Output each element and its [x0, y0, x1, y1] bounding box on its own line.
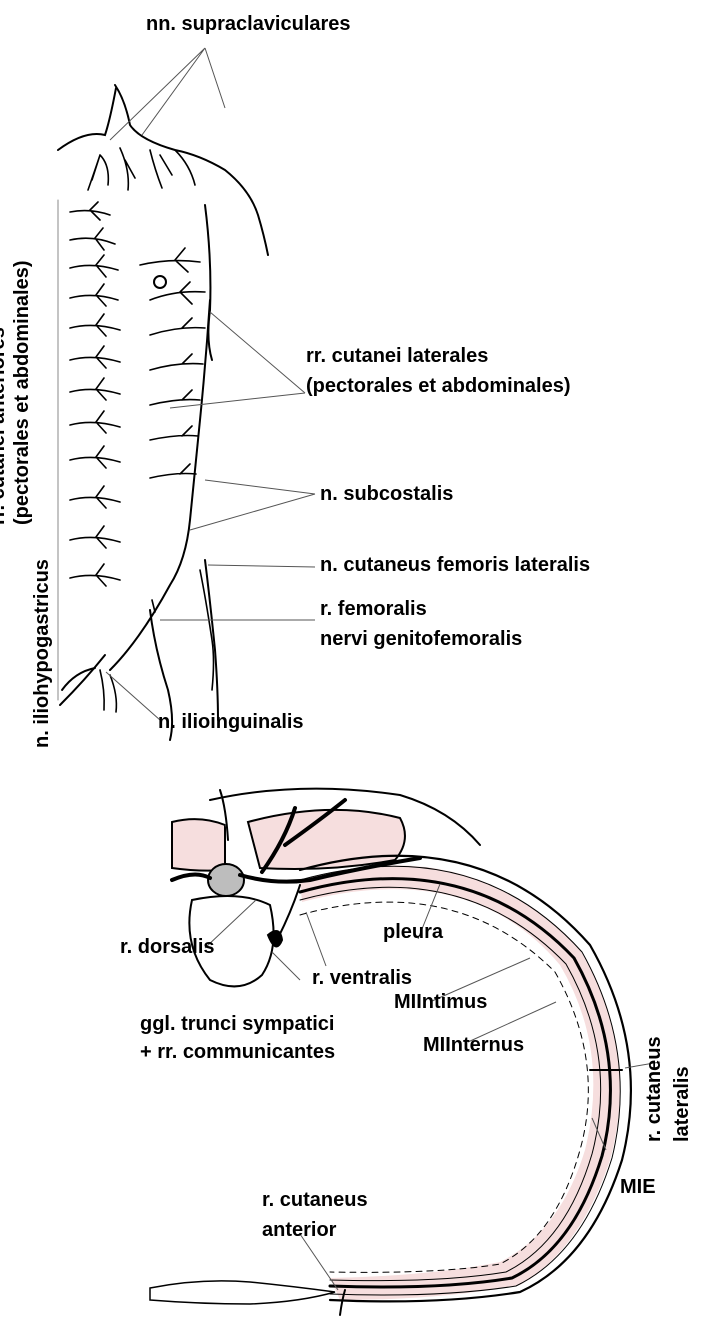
- spinal-cord: [208, 864, 244, 896]
- label-pleura: pleura: [383, 920, 443, 944]
- label-internus: MIInternus: [423, 1033, 524, 1057]
- label-ggl-line2: + rr. communicantes: [140, 1040, 335, 1064]
- label-femoralis: r. femoralis nervi genitofemoralis: [320, 597, 522, 651]
- label-cutaneus-lateralis-line2: lateralis: [670, 1036, 694, 1142]
- label-cutaneus-anterior-line2: anterior: [262, 1218, 368, 1242]
- label-cutaneus-anterior: r. cutaneus anterior: [262, 1188, 368, 1242]
- leaders-top: [106, 48, 315, 720]
- label-cutanei-laterales: rr. cutanei laterales (pectorales et abd…: [306, 344, 571, 398]
- label-femoralis-line2: nervi genitofemoralis: [320, 627, 522, 651]
- label-cutanei-anteriores: rr. cutanei anteriores (pectorales et ab…: [0, 260, 34, 525]
- label-cutanei-anteriores-line2: (pectorales et abdominales): [10, 260, 34, 525]
- label-femoralis-line1: r. femoralis: [320, 597, 522, 621]
- label-dorsalis: r. dorsalis: [120, 935, 215, 959]
- label-cutaneus-lateralis-line1: r. cutaneus: [642, 1036, 666, 1142]
- trunk-figure: [58, 85, 268, 740]
- label-supraclaviculares: nn. supraclaviculares: [146, 12, 351, 36]
- label-cutaneus-lateralis: r. cutaneus lateralis: [642, 1036, 694, 1142]
- label-mie: MIE: [620, 1175, 656, 1199]
- label-cutaneus-femoris: n. cutaneus femoris lateralis: [320, 553, 590, 577]
- nerve-branches-top: [70, 148, 214, 712]
- groin: [60, 655, 105, 705]
- label-intimus: MIIntimus: [394, 990, 487, 1014]
- label-cutanei-anteriores-line1: rr. cutanei anteriores: [0, 260, 10, 525]
- label-iliohypogastricus: n. iliohypogastricus: [30, 559, 54, 748]
- nipple: [154, 276, 166, 288]
- label-cutanei-laterales-line1: rr. cutanei laterales: [306, 344, 571, 368]
- label-cutanei-laterales-line2: (pectorales et abdominales): [306, 374, 571, 398]
- neck-left: [58, 88, 116, 150]
- label-cutaneus-anterior-line1: r. cutaneus: [262, 1188, 368, 1212]
- neck-outline: [115, 85, 268, 255]
- sternum: [150, 1281, 335, 1304]
- label-ggl: ggl. trunci sympatici + rr. communicante…: [140, 1012, 335, 1064]
- label-ggl-line1: ggl. trunci sympatici: [140, 1012, 335, 1036]
- arm-outline: [205, 205, 212, 360]
- label-ventralis: r. ventralis: [312, 966, 412, 990]
- body-right-side: [110, 300, 210, 670]
- label-ilioinguinalis: n. ilioinguinalis: [158, 710, 304, 734]
- nerve-left: [172, 874, 210, 880]
- label-subcostalis: n. subcostalis: [320, 482, 453, 506]
- erector-muscle-left: [172, 819, 225, 871]
- communicantes: [278, 885, 300, 938]
